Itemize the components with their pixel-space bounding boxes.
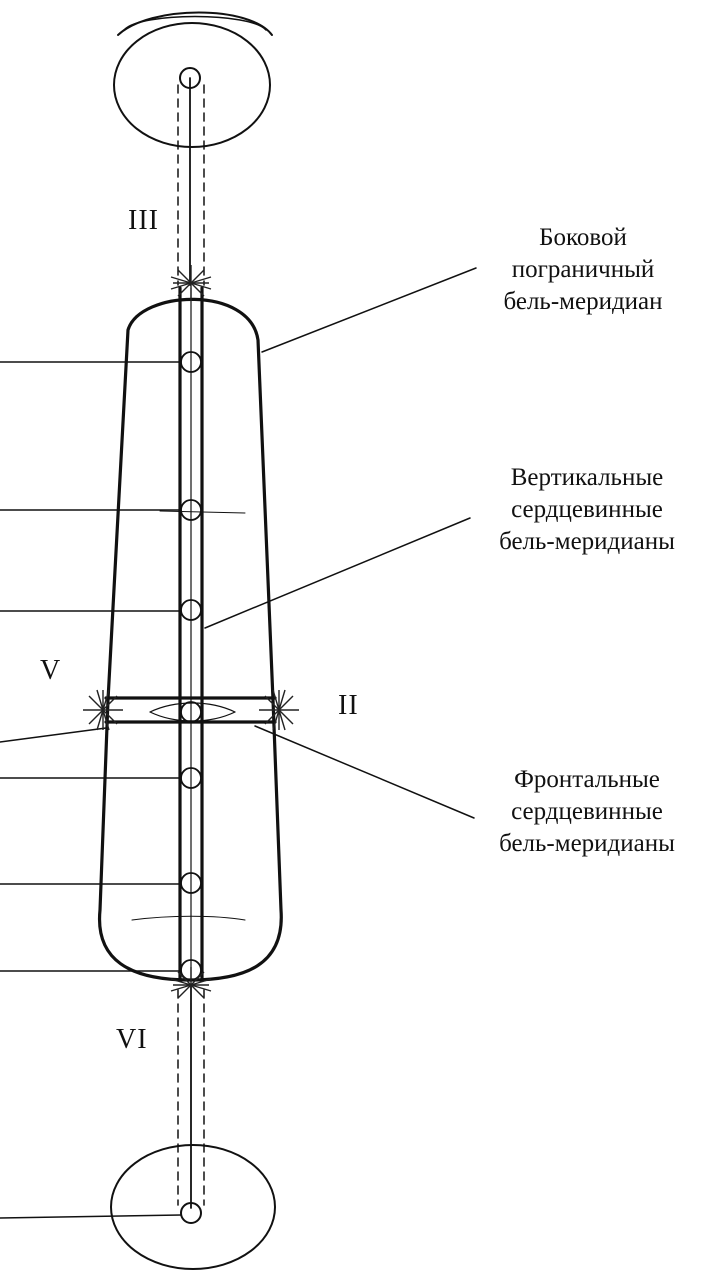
caption-vertical-line-1: Вертикальные: [510, 464, 664, 491]
caption-lateral-line-2: пограничный: [511, 256, 655, 283]
caption-frontal-line-2: сердцевинные: [511, 798, 663, 825]
top-ellipse-body: [113, 22, 271, 148]
label-right: II: [338, 690, 359, 721]
star-left: [83, 689, 123, 731]
caption-vertical-meridians: Вертикальные сердцевинные бель-меридианы: [468, 462, 706, 558]
caption-lateral-line-3: бель-меридиан: [503, 288, 663, 315]
caption-lateral-meridian: Боковой пограничный бель-меридиан: [468, 222, 698, 318]
caption-vertical-line-3: бель-меридианы: [499, 528, 675, 555]
caption-vertical-line-2: сердцевинные: [511, 496, 663, 523]
caption-frontal-line-3: бель-меридианы: [499, 830, 675, 857]
caption-frontal-meridians: Фронтальные сердцевинные бель-меридианы: [468, 764, 706, 860]
caption-frontal-line-1: Фронтальные: [514, 766, 660, 793]
caption-lateral-line-1: Боковой: [539, 224, 627, 251]
label-left: V: [40, 655, 62, 686]
label-bottom: VI: [116, 1024, 148, 1055]
star-bursts: [83, 265, 299, 1003]
star-right: [259, 689, 299, 731]
bottom-small-circle: [180, 1202, 202, 1224]
star-bottom: [170, 967, 212, 1003]
star-top: [170, 265, 212, 301]
top-ellipse-rim: [123, 15, 267, 31]
label-top: III: [128, 205, 159, 236]
bottom-ellipse: [110, 1144, 276, 1270]
capsule-outline: [97, 297, 283, 982]
